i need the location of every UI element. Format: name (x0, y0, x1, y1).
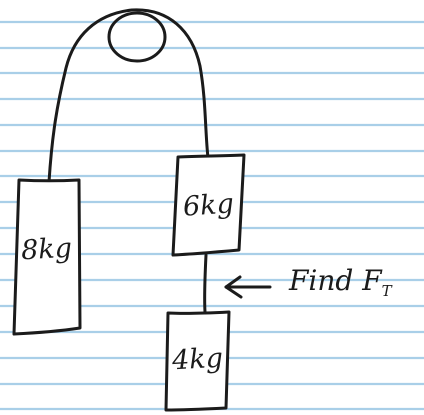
block-6kg: 6kg (171, 153, 246, 257)
arrow-head (224, 275, 243, 299)
block-8kg: 8kg (12, 178, 82, 336)
find-tension-text: Find F (288, 264, 383, 297)
connecting-string (203, 253, 208, 314)
block-4kg: 4kg (164, 310, 231, 412)
block-6kg-label: 6kg (182, 188, 235, 222)
rope (47, 8, 210, 184)
block-8kg-outline (12, 178, 82, 336)
tension-subscript: T (382, 282, 393, 300)
block-8kg-label: 8kg (20, 233, 72, 267)
find-tension-label: Find FT (288, 264, 393, 300)
block-6kg-outline (171, 153, 246, 257)
tension-arrow (224, 275, 272, 299)
block-4kg-outline (164, 310, 231, 412)
block-4kg-label: 4kg (170, 343, 223, 377)
pulley-wheel (107, 11, 167, 63)
